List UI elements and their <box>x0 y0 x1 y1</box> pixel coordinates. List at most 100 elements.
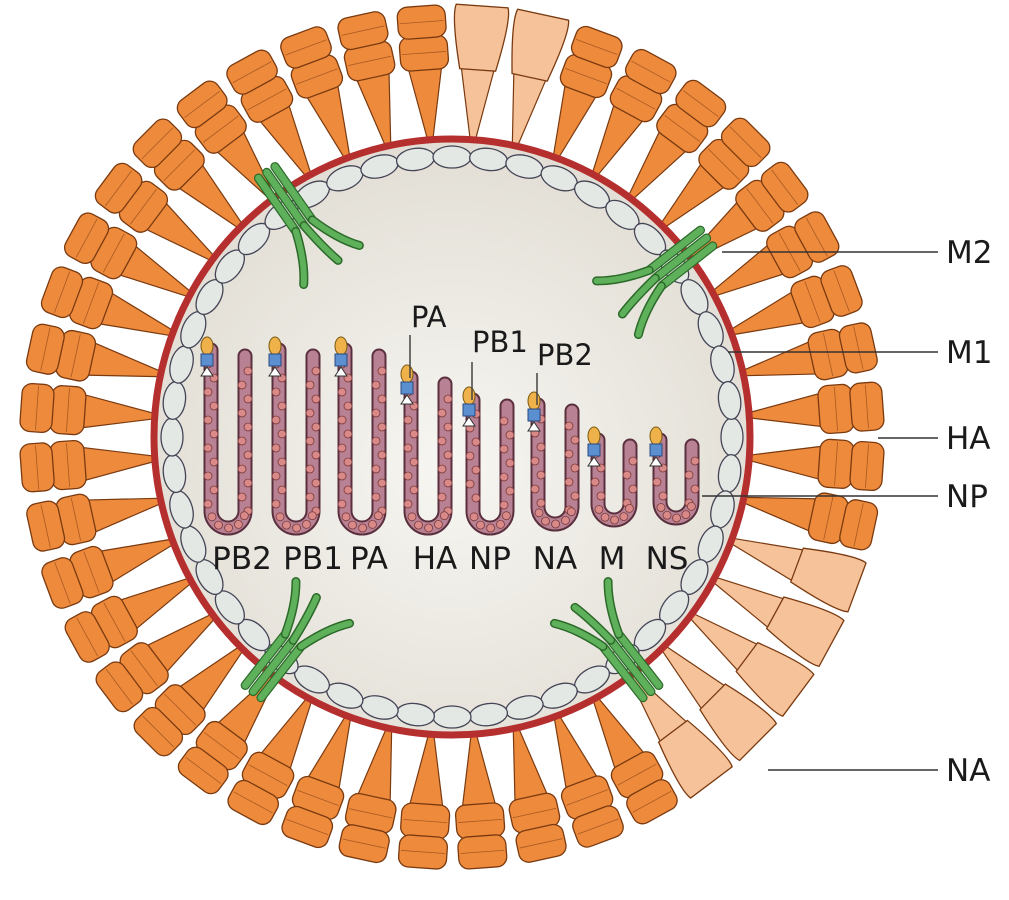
np-bead <box>537 471 545 479</box>
np-bead <box>472 494 480 502</box>
np-bead <box>238 493 246 501</box>
np-bead <box>414 521 422 529</box>
np-bead <box>410 430 418 438</box>
np-bead <box>238 409 246 417</box>
spike-stalk <box>85 485 163 534</box>
np-bead <box>244 423 252 431</box>
np-bead <box>278 402 286 410</box>
ha-spike <box>450 734 507 869</box>
np-bead <box>244 367 252 375</box>
np-bead <box>344 458 352 466</box>
spike-stalk <box>80 394 154 433</box>
na-head <box>451 4 509 72</box>
np-bead <box>438 465 446 473</box>
ha-spike <box>398 735 455 870</box>
pb1-subunit <box>650 444 662 456</box>
pb2-label: PB2 <box>537 338 593 372</box>
np-bead <box>434 520 442 528</box>
np-bead <box>342 513 350 521</box>
segment-label-pb2: PB2 <box>212 541 272 577</box>
spike-stalk <box>85 342 163 390</box>
np-bead <box>372 409 380 417</box>
np-bead <box>210 430 218 438</box>
np-bead <box>204 388 212 396</box>
np-bead <box>506 431 514 439</box>
np-bead <box>404 416 412 424</box>
np-bead <box>278 486 286 494</box>
np-bead <box>500 501 508 509</box>
np-bead <box>567 508 575 516</box>
m1-protein <box>161 418 183 456</box>
np-bead <box>565 422 573 430</box>
np-bead <box>378 451 386 459</box>
np-bead <box>278 430 286 438</box>
np-bead <box>238 465 246 473</box>
np-bead <box>470 513 478 521</box>
np-bead <box>444 451 452 459</box>
spike-stalk <box>750 393 824 432</box>
na-spike <box>446 4 509 139</box>
np-bead <box>344 402 352 410</box>
np-bead <box>565 450 573 458</box>
ha-spike <box>750 434 885 491</box>
np-bead <box>682 511 690 519</box>
pb1-label: PB1 <box>472 325 528 359</box>
np-bead <box>344 486 352 494</box>
np-bead <box>685 471 693 479</box>
np-bead <box>372 437 380 445</box>
pa-subunit <box>528 392 540 410</box>
np-bead <box>659 492 667 500</box>
spike-stalk <box>500 726 549 804</box>
np-bead <box>278 458 286 466</box>
np-bead <box>444 479 452 487</box>
np-bead <box>408 513 416 521</box>
np-bead <box>204 444 212 452</box>
np-bead <box>531 485 539 493</box>
m1-callout-label: M1 <box>946 335 992 371</box>
m2-callout-label: M2 <box>946 235 992 271</box>
np-bead <box>225 524 233 532</box>
np-bead <box>663 511 671 519</box>
np-bead <box>687 502 695 510</box>
ha-callout-label: HA <box>946 421 991 457</box>
pb1-subunit <box>528 409 540 421</box>
m1-protein <box>433 706 471 728</box>
np-bead <box>571 464 579 472</box>
segment-label-np: NP <box>469 541 511 577</box>
segment-label-pb1: PB1 <box>283 541 343 577</box>
np-bead <box>565 478 573 486</box>
np-bead <box>210 402 218 410</box>
np-bead <box>541 517 549 525</box>
pb1-subunit <box>401 382 413 394</box>
np-bead <box>653 478 661 486</box>
np-bead <box>472 438 480 446</box>
np-bead <box>595 505 603 513</box>
np-bead <box>344 430 352 438</box>
np-bead <box>244 395 252 403</box>
np-bead <box>597 492 605 500</box>
np-bead <box>214 521 222 529</box>
np-bead <box>306 493 314 501</box>
np-bead <box>496 520 504 528</box>
np-bead <box>312 479 320 487</box>
np-bead <box>306 381 314 389</box>
np-bead <box>487 524 495 532</box>
np-bead <box>244 479 252 487</box>
np-bead <box>438 437 446 445</box>
np-bead <box>276 513 284 521</box>
np-bead <box>312 451 320 459</box>
spike-stalk <box>408 65 447 139</box>
np-bead <box>208 513 216 521</box>
np-bead <box>348 521 356 529</box>
pb1-subunit <box>588 444 600 456</box>
np-bead <box>657 503 665 511</box>
pa-subunit <box>401 365 413 383</box>
np-bead <box>272 416 280 424</box>
np-bead <box>500 417 508 425</box>
pb1-subunit <box>269 354 281 366</box>
np-bead <box>472 466 480 474</box>
pb1-subunit <box>463 404 475 416</box>
np-bead <box>502 512 510 520</box>
pa-subunit <box>588 427 600 445</box>
np-bead <box>552 520 560 528</box>
